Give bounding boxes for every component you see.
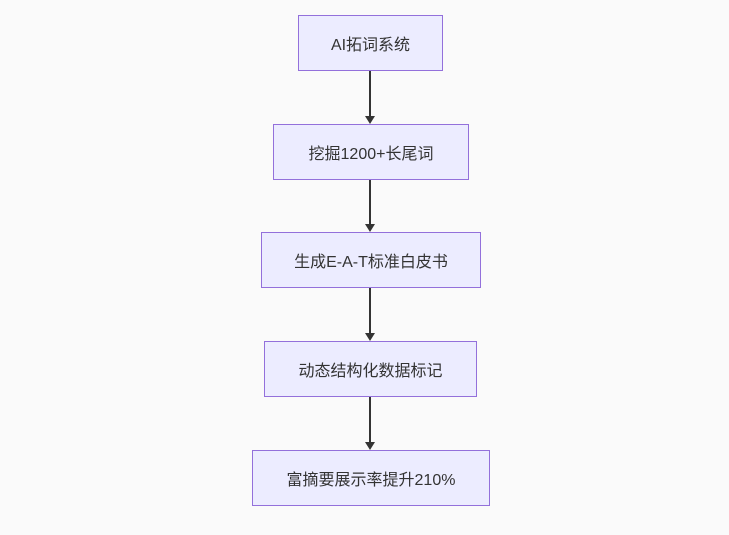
arrow-line — [369, 71, 371, 116]
arrow-head-icon — [365, 442, 375, 450]
arrow-head-icon — [365, 333, 375, 341]
arrow-line — [369, 288, 371, 333]
flow-node-longtail-mining: 挖掘1200+长尾词 — [273, 124, 469, 180]
flow-node-ai-keyword-system: AI拓词系统 — [298, 15, 443, 71]
flow-node-rich-snippet-result: 富摘要展示率提升210% — [252, 450, 490, 506]
flow-arrow-a-to-b — [365, 71, 375, 124]
flow-arrow-b-to-c — [365, 180, 375, 232]
arrow-head-icon — [365, 224, 375, 232]
arrow-line — [369, 180, 371, 224]
flow-node-structured-data-markup: 动态结构化数据标记 — [264, 341, 477, 397]
flow-arrow-c-to-d — [365, 288, 375, 341]
flow-arrow-d-to-e — [365, 397, 375, 450]
arrow-line — [369, 397, 371, 442]
arrow-head-icon — [365, 116, 375, 124]
flow-node-eat-whitepaper: 生成E-A-T标准白皮书 — [261, 232, 481, 288]
